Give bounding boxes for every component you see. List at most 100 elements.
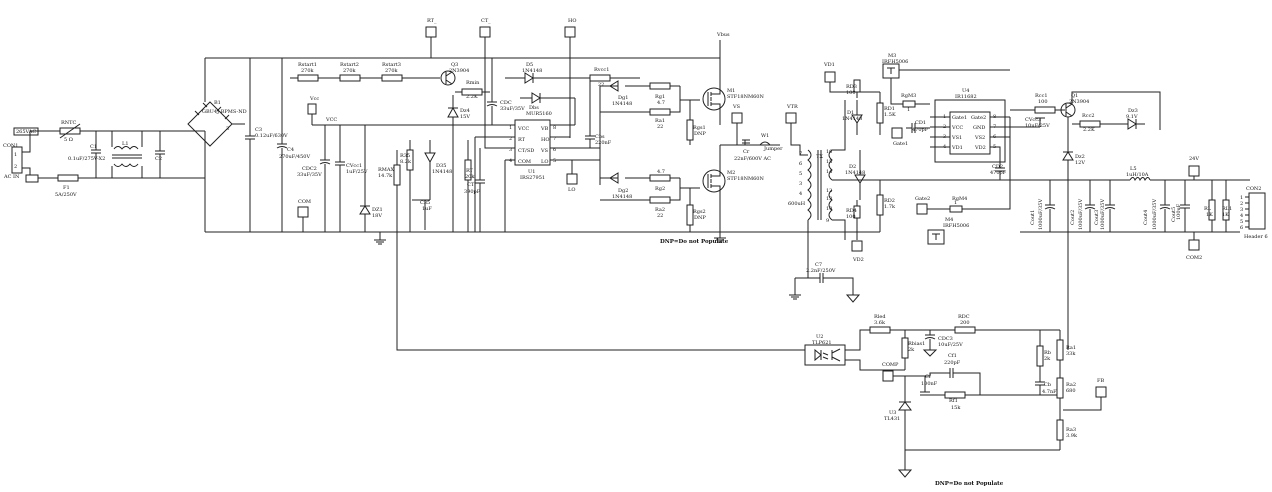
svg-text:CT_: CT_ [481, 18, 491, 24]
svg-text:M2: M2 [727, 170, 735, 176]
capacitor-c1: C1 0.1uF/275V-X2 [68, 131, 105, 178]
resistor-rd4: RD4 100 [846, 200, 861, 240]
probe-gate2: Gate2 [915, 196, 930, 215]
ground-symbol-left [374, 232, 386, 245]
svg-text:F1: F1 [63, 185, 70, 191]
svg-text:COMP: COMP [882, 362, 899, 368]
svg-text:RT: RT [518, 137, 526, 143]
transformer-tx: TX 600uH 16 15 14 12 13 10 9 7 6 5 3 4 [788, 100, 1000, 240]
svg-text:Gate2: Gate2 [915, 196, 930, 202]
capacitor-cvcc3: CVcc3 10uF/25V [1025, 117, 1050, 129]
zener-dz2: Dz2 12V [1062, 150, 1085, 350]
svg-text:100: 100 [846, 214, 856, 220]
capacitor-c2: C2 [150, 130, 205, 179]
probe-rt: RT_ [425, 18, 437, 58]
resistor-rl1: RL1 1K [1222, 180, 1232, 232]
capacitor-cout1: Cout1 1000uF/35V [1030, 180, 1056, 232]
resistor-ra1-fb: Ra1 33k [1056, 330, 1076, 361]
svg-text:TLP621: TLP621 [812, 340, 832, 346]
svg-text:VS: VS [732, 104, 741, 110]
resistor-rgm4: RgM4 1 [927, 117, 1011, 213]
svg-text:Cout2: Cout2 [1070, 210, 1076, 225]
svg-text:RDC: RDC [958, 314, 970, 320]
svg-text:LO: LO [568, 187, 575, 193]
svg-text:M4: M4 [945, 217, 953, 223]
svg-text:2.2K: 2.2K [466, 94, 478, 100]
svg-text:4.7nF: 4.7nF [1042, 389, 1057, 395]
svg-text:9: 9 [826, 218, 829, 224]
svg-text:18V: 18V [372, 213, 382, 219]
svg-text:22: 22 [657, 213, 663, 219]
svg-text:1000uF/35V: 1000uF/35V [1038, 199, 1044, 230]
diode-d35: D35 1N4148 [424, 140, 452, 200]
svg-text:Q1: Q1 [1071, 93, 1078, 99]
svg-text:Cout3: Cout3 [1094, 210, 1100, 225]
svg-text:33uF/35V: 33uF/35V [500, 106, 525, 112]
resistor-rgs2: Rgs2 DNP [686, 188, 706, 232]
resistor-rdc: RDC 200 [954, 314, 976, 334]
svg-text:Rgs2: Rgs2 [693, 209, 706, 215]
svg-text:680: 680 [1066, 388, 1076, 394]
svg-text:33uF/35V: 33uF/35V [297, 172, 322, 178]
resistor-ra3: Ra3 3.9k [1056, 419, 1078, 450]
zener-dz3: Dz3 9.1V [1120, 108, 1145, 130]
svg-text:270k: 270k [343, 68, 357, 74]
svg-text:CON2: CON2 [1246, 186, 1261, 192]
svg-text:U4: U4 [962, 88, 969, 94]
svg-text:DNP: DNP [694, 215, 706, 221]
svg-text:1N4148: 1N4148 [842, 116, 862, 122]
resistor-rf1: Rf1 15k [944, 391, 1060, 411]
transistor-q1: Q1 2N3904 [1060, 91, 1161, 150]
svg-text:VCC: VCC [325, 117, 337, 123]
capacitor-cout2: Cout2 1000uF/35V [1070, 180, 1096, 232]
capacitor-cf: Cf 100nF [920, 374, 945, 396]
probe-ct: CT_ [479, 18, 505, 149]
svg-text:Gate1: Gate1 [893, 141, 908, 147]
svg-text:13: 13 [826, 196, 832, 202]
svg-text:GBU4J-BPMS-ND: GBU4J-BPMS-ND [202, 109, 247, 115]
svg-text:1000uF/35V: 1000uF/35V [1152, 199, 1158, 230]
svg-text:Q3: Q3 [451, 62, 458, 68]
svg-text:RNTC: RNTC [61, 120, 76, 126]
resistor-rgm3: RgM3 1 [890, 78, 930, 113]
svg-text:CT/SD: CT/SD [518, 148, 534, 154]
svg-text:5: 5 [799, 171, 802, 177]
svg-text:U2: U2 [816, 334, 823, 340]
svg-text:100: 100 [1038, 99, 1048, 105]
svg-text:CD1: CD1 [915, 120, 926, 126]
svg-text:10uF/25V: 10uF/25V [1025, 123, 1050, 129]
input-connector-con1: CON1 1 2 265VAC AC IN [3, 127, 39, 180]
capacitor-cb: Cb 4.7nF [1035, 380, 1057, 395]
svg-text:DZ1: DZ1 [372, 207, 383, 213]
resistor-rl: RL 1K [1204, 180, 1216, 232]
svg-text:FB: FB [1097, 378, 1104, 384]
svg-text:16: 16 [826, 149, 832, 155]
svg-text:2k: 2k [1044, 356, 1051, 362]
diode-d5: D5 1N4148 [505, 62, 590, 84]
con2-body [1248, 192, 1266, 230]
svg-text:IRFH5006: IRFH5006 [943, 223, 969, 229]
con1-name: CON1 [3, 143, 18, 149]
probe-vd1: VD1 [823, 62, 880, 93]
svg-text:2N3904: 2N3904 [449, 68, 469, 74]
probe-com2: COM2 [1186, 232, 1202, 261]
mosfet-m1: M1 STF18NM60N [702, 85, 764, 125]
svg-text:12V: 12V [1075, 160, 1085, 166]
probe-vtr: VTR [785, 104, 808, 156]
svg-text:L5: L5 [1130, 166, 1137, 172]
inductor-l5: L5 1uH/10A [1126, 166, 1151, 182]
gate-network-high: Dg1 1N4148 Rg1 4.7 Ra1 22 [599, 80, 700, 148]
svg-text:1uH/10A: 1uH/10A [1126, 172, 1149, 178]
svg-text:RD2: RD2 [884, 198, 895, 204]
svg-text:200: 200 [960, 320, 970, 326]
svg-text:15V: 15V [460, 114, 470, 120]
svg-text:Rstart3: Rstart3 [382, 62, 401, 68]
svg-text:IR11682: IR11682 [955, 94, 977, 100]
svg-text:VD1: VD1 [823, 62, 835, 68]
svg-text:Ra3: Ra3 [1066, 427, 1076, 433]
svg-text:VS2: VS2 [974, 135, 985, 141]
capacitor-cout5: Cout5 100uF [1171, 180, 1190, 232]
svg-text:1K: 1K [1206, 212, 1213, 218]
svg-text:CD2: CD2 [992, 164, 1003, 170]
svg-text:1N4148: 1N4148 [612, 194, 632, 200]
